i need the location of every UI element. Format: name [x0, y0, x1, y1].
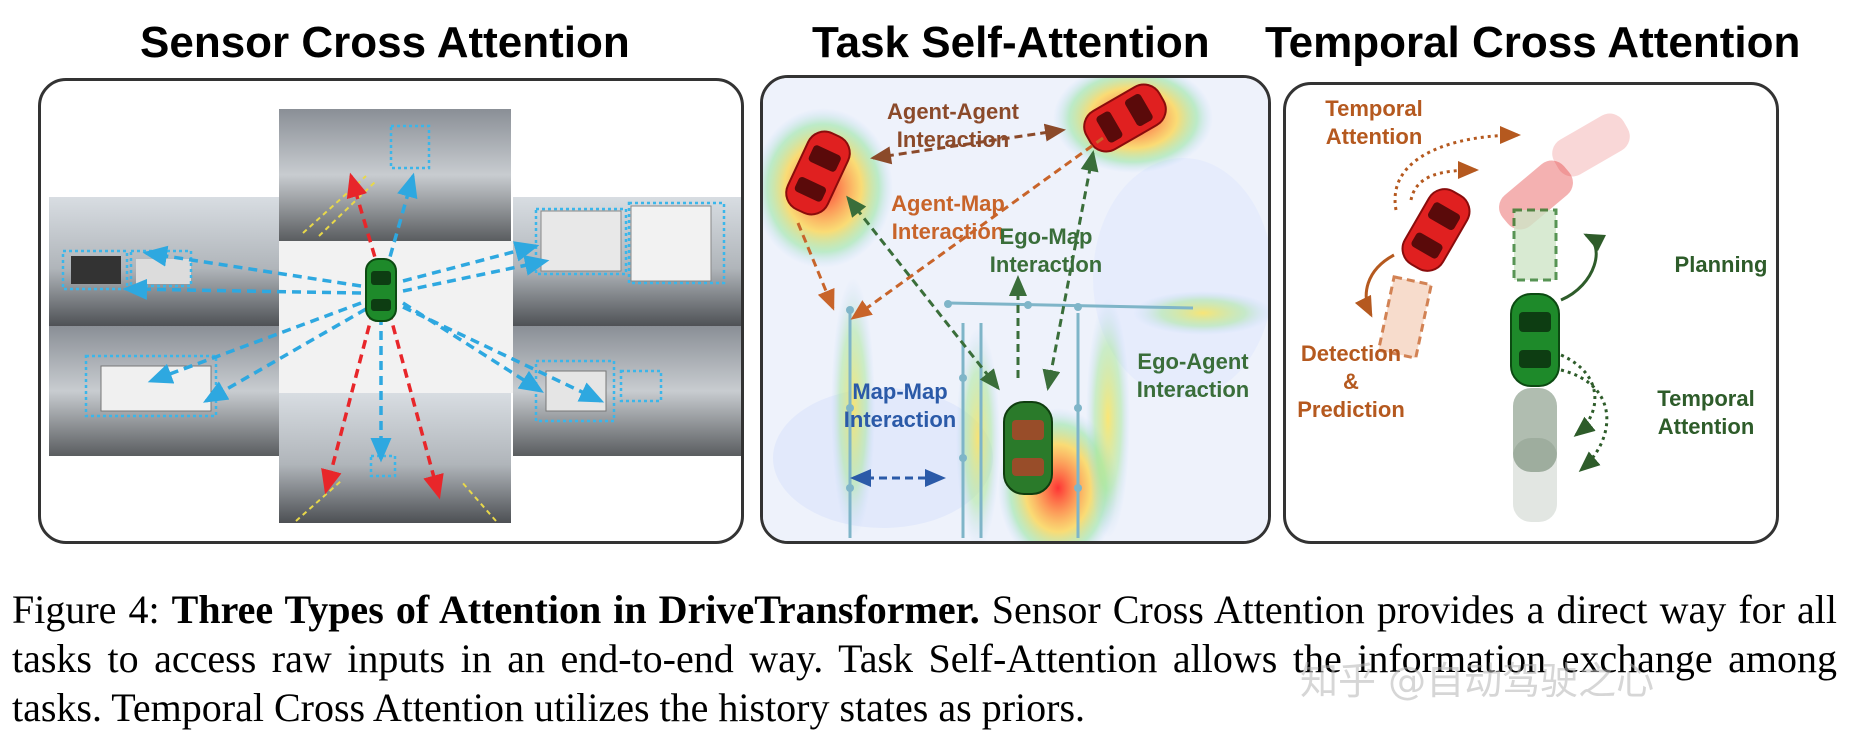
label-line: Agent-Map	[891, 191, 1005, 216]
label-line: Attention	[1657, 414, 1755, 439]
label-line: Temporal	[1325, 96, 1423, 121]
ego-car-icon	[1003, 401, 1053, 495]
ego-map-interaction-label: Ego-Map Interaction	[971, 223, 1121, 279]
figure-caption: Figure 4: Three Types of Attention in Dr…	[12, 585, 1837, 732]
label-line: Temporal	[1657, 386, 1755, 411]
planning-label: Planning	[1666, 251, 1776, 279]
agent-car-left-icon	[785, 130, 851, 216]
label-line: Interaction	[891, 219, 1005, 244]
temporal-attention-label-bottom: Temporal Attention	[1641, 385, 1771, 441]
label-line: Ego-Map	[999, 224, 1093, 249]
caption-body: Sensor Cross Attention provides a direct…	[12, 587, 1837, 730]
label-line: Attention	[1325, 124, 1423, 149]
agent-agent-interaction-label: Agent-Agent Interaction	[863, 98, 1043, 154]
label-line: Interaction	[896, 127, 1010, 152]
agent-map-interaction-label: Agent-Map Interaction	[873, 190, 1023, 246]
temporal-cross-attention-panel: Temporal Attention Planning Detection & …	[1283, 82, 1779, 544]
temporal-cross-attention-diagram	[1354, 113, 1630, 522]
label-line: Ego-Agent	[1137, 349, 1249, 374]
sensor-cross-attention-title: Sensor Cross Attention	[140, 18, 630, 67]
temporal-cross-attention-title: Temporal Cross Attention	[1265, 18, 1801, 67]
ego-car-icon	[1510, 293, 1560, 387]
label-line: Interaction	[989, 252, 1103, 277]
sensor-cross-attention-diagram	[49, 109, 741, 523]
caption-bold-title: Three Types of Attention in DriveTransfo…	[171, 587, 980, 632]
caption-prefix: Figure 4:	[12, 587, 172, 632]
detection-prediction-label: Detection & Prediction	[1286, 340, 1416, 424]
bev-center	[279, 241, 513, 393]
map-map-interaction-label: Map-Map Interaction	[835, 378, 965, 434]
temporal-attention-label-top: Temporal Attention	[1314, 95, 1434, 151]
camera-image-front	[279, 109, 511, 241]
task-self-attention-title: Task Self-Attention	[812, 18, 1210, 67]
watermark: 知乎 @自动驾驶之心	[1300, 659, 1655, 703]
detection-box	[1376, 275, 1434, 360]
agent-car-icon	[1401, 188, 1471, 272]
agent-car-right-icon	[1083, 83, 1167, 153]
task-self-attention-panel: Agent-Agent Interaction Agent-Map Intera…	[760, 75, 1271, 544]
label-line: &	[1343, 369, 1359, 394]
ego-car-icon	[365, 258, 397, 322]
ego-agent-interaction-label: Ego-Agent Interaction	[1123, 348, 1263, 404]
label-line: Detection	[1300, 341, 1402, 366]
label-line: Prediction	[1297, 397, 1405, 422]
sensor-cross-attention-panel	[38, 78, 744, 544]
label-line: Agent-Agent	[887, 99, 1019, 124]
label-line: Map-Map	[852, 379, 948, 404]
label-line: Planning	[1674, 252, 1768, 277]
label-line: Interaction	[843, 407, 957, 432]
planning-box	[1512, 208, 1558, 282]
label-line: Interaction	[1136, 377, 1250, 402]
task-self-attention-diagram	[763, 78, 1268, 541]
